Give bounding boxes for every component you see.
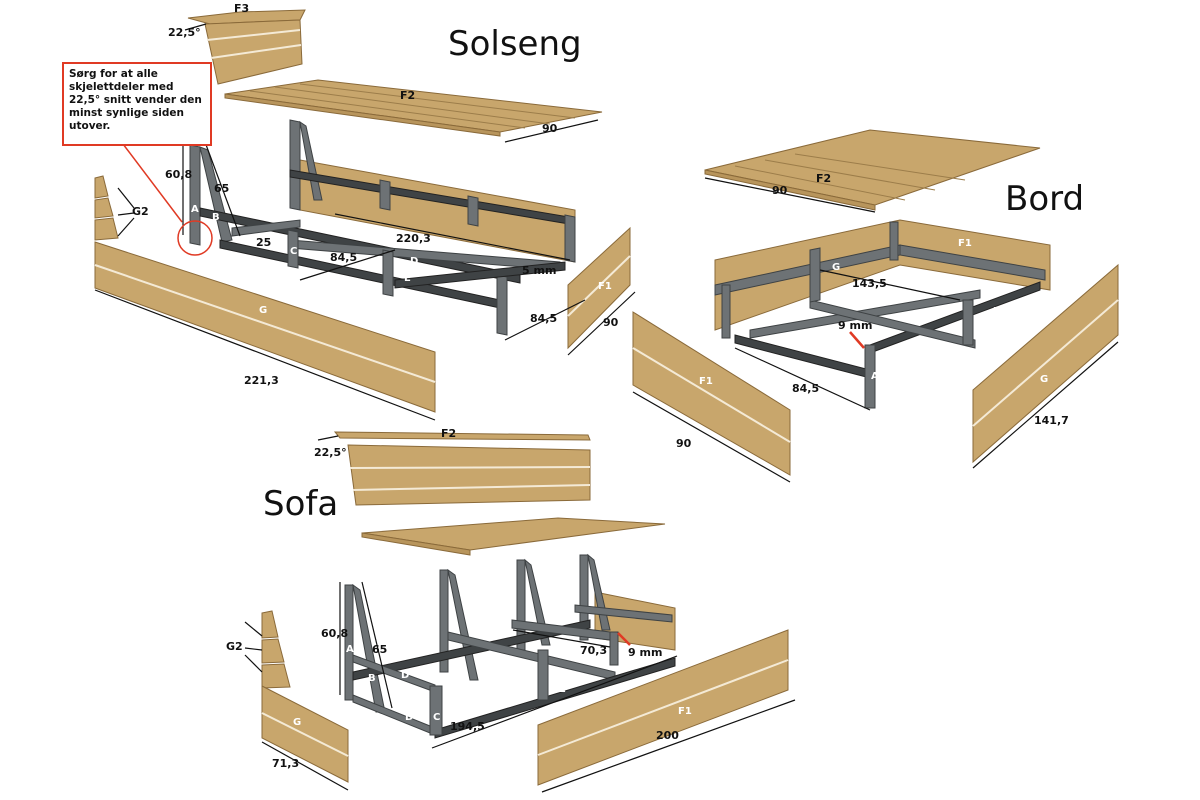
label-f1: F1 [699, 376, 713, 387]
dim-84-5: 84,5 [792, 382, 819, 395]
label-b: B [993, 306, 1001, 317]
solseng-f1-end-panel [567, 226, 631, 350]
label-a: A [191, 204, 199, 215]
label-f2: F2 [441, 427, 456, 440]
solseng-g-panel [94, 241, 436, 413]
sofa-f1-front-panel [537, 629, 789, 786]
label-angle: 22,5° [168, 26, 201, 39]
highlight-circle [177, 220, 213, 256]
label-d: D [434, 297, 442, 308]
label-angle: 22,5° [314, 446, 347, 459]
solseng-dimension-lines [94, 23, 636, 421]
label-c: C [792, 362, 799, 373]
dim-200: 200 [656, 729, 679, 742]
label-e: E [559, 684, 566, 695]
label-f3: F3 [234, 2, 249, 15]
label-c: C [433, 712, 440, 723]
label-f1: F1 [598, 281, 612, 292]
sofa-g2-side-pieces [261, 610, 291, 689]
dim-90: 90 [603, 316, 619, 329]
sofa-g-panel [261, 685, 349, 783]
label-g: G [293, 717, 301, 728]
solseng-f3-backrest [187, 9, 306, 85]
sofa-f1-backrest [347, 444, 591, 506]
sofa-steel-frame [344, 553, 676, 739]
dim-9mm: 9 mm [838, 319, 872, 332]
dim-71-3: 71,3 [272, 757, 299, 770]
label-f1: F1 [958, 238, 972, 249]
solseng-steel-frame [189, 119, 576, 336]
dim-141-7: 141,7 [1034, 414, 1069, 427]
label-f2: F2 [400, 89, 415, 102]
dim-194-5: 194,5 [450, 720, 485, 733]
sofa-group: Sofa F2 22,5° F1 60,8 A 65 B D E D C E 7… [226, 427, 796, 793]
bord-f2-top [704, 129, 1041, 211]
solseng-g2-side-pieces [94, 175, 119, 241]
label-e: E [404, 273, 411, 284]
dim-60-8: 60,8 [165, 168, 192, 181]
dim-84-5: 84,5 [530, 312, 557, 325]
label-c: C [290, 246, 297, 257]
label-f2: F2 [816, 172, 831, 185]
solseng-f2-deck [224, 79, 603, 137]
dim-143-5: 143,5 [852, 277, 887, 290]
dim-221-3: 221,3 [244, 374, 279, 387]
bord-dimension-lines [632, 177, 1119, 483]
sofa-dimension-lines [244, 435, 796, 793]
solseng-group: Solseng F3 22,5° F2 90 60,8 65 A B G2 25… [94, 2, 636, 421]
dim-65: 65 [372, 643, 387, 656]
dim-90: 90 [772, 184, 788, 197]
dim-220-3: 220,3 [396, 232, 431, 245]
dim-25: 25 [256, 236, 271, 249]
label-d: D [410, 256, 418, 267]
dim-60-8: 60,8 [321, 627, 348, 640]
sofa-f2-strip [333, 431, 591, 441]
label-g: G [1040, 374, 1048, 385]
label-d: D [401, 670, 409, 681]
label-g: G [832, 262, 840, 273]
bord-group: Bord F2 90 F1 G 143,5 B 9 mm C 84,5 A F1… [632, 129, 1119, 483]
label-g2: G2 [226, 640, 243, 653]
label-g2: G2 [132, 205, 149, 218]
dim-5mm: 5 mm [522, 264, 556, 277]
dim-70-3: 70,3 [580, 644, 607, 657]
assembly-note-callout: Sørg for at alle skjelettdeler med 22,5°… [62, 62, 212, 146]
dim-84-5: 84,5 [330, 251, 357, 264]
bord-f1-panel [632, 311, 791, 476]
label-a: A [871, 371, 879, 382]
dim-90: 90 [676, 437, 692, 450]
label-e: E [489, 659, 496, 670]
label-d: D [405, 712, 413, 723]
label-a: A [346, 644, 354, 655]
bord-steel-frame [714, 221, 1046, 409]
dim-65: 65 [214, 182, 229, 195]
label-f1: F1 [678, 706, 692, 717]
dim-90: 90 [542, 122, 558, 135]
label-b: B [368, 673, 376, 684]
bord-back-panels [714, 219, 1051, 331]
label-g: G [259, 305, 267, 316]
bord-title: Bord [1005, 179, 1084, 219]
label-b: B [212, 212, 220, 223]
label-f1: F1 [442, 506, 456, 517]
sofa-seat-deck [361, 517, 666, 556]
dim-9mm: 9 mm [628, 646, 662, 659]
bord-g-panel [972, 263, 1119, 464]
solseng-title: Solseng [448, 24, 582, 64]
sofa-title: Sofa [263, 484, 338, 524]
